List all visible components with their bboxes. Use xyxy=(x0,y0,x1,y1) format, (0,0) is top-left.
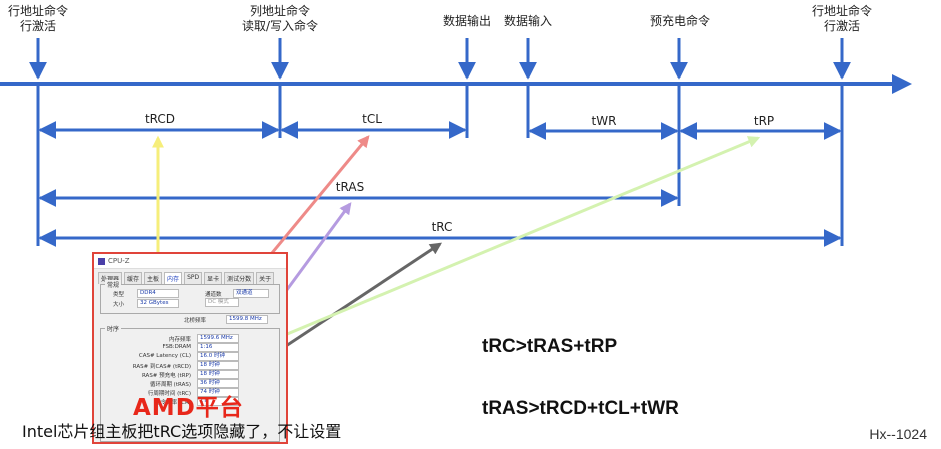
cpuz-channels-value: 双通道 xyxy=(233,289,269,298)
watermark: Hx--1024 xyxy=(869,426,927,442)
cpuz-row-label: 指令比率 (CR) xyxy=(155,400,191,406)
cpuz-tab[interactable]: SPD xyxy=(184,272,203,284)
cpuz-window: CPU-Z 处理器 缓存 主板 内存 SPD 显卡 测试分数 关于 常规 类型 … xyxy=(92,252,288,444)
label-trp: tRP xyxy=(753,114,775,128)
cpuz-row-value: 18 时钟 xyxy=(197,361,239,370)
cpuz-row-value: 74 时钟 xyxy=(197,388,239,397)
cpuz-timings-title: 时序 xyxy=(105,324,122,333)
cpuz-row-value: 1T xyxy=(197,397,239,406)
cpuz-row-label: 行周期时间 (tRC) xyxy=(147,391,191,397)
event-label-precharge: 预充电命令 xyxy=(649,14,710,28)
cpuz-tab[interactable]: 关于 xyxy=(256,272,275,284)
caption: Intel芯片组主板把tRC选项隐藏了，不让设置 xyxy=(22,422,342,441)
cpuz-type-value: DDR4 xyxy=(137,289,179,298)
cpuz-tab[interactable]: 显卡 xyxy=(204,272,223,284)
cpuz-tab[interactable]: 主板 xyxy=(144,272,163,284)
cpuz-logo-icon xyxy=(98,257,105,265)
label-trcd: tRCD xyxy=(144,112,176,126)
cpuz-nb-freq-value: 1599.8 MHz xyxy=(226,315,268,324)
cpuz-size-label: 大小 xyxy=(113,302,125,308)
event-label-row-activate-1: 行地址命令 行激活 xyxy=(7,4,68,33)
event-label-column-command: 列地址命令 读取/写入命令 xyxy=(241,4,319,33)
cpuz-row-label: 内存频率 xyxy=(168,337,191,343)
cpuz-row-label: FSB:DRAM xyxy=(162,344,191,350)
label-tcl: tCL xyxy=(362,112,382,126)
cpuz-dc-mode: DC 模式 xyxy=(205,298,239,307)
cpuz-tab[interactable]: 缓存 xyxy=(124,272,143,284)
cpuz-row-label: RAS# 预充电 (tRP) xyxy=(141,373,191,379)
time-axis-arrowhead xyxy=(892,74,912,94)
label-trc: tRC xyxy=(431,220,453,234)
cpuz-general-title: 常规 xyxy=(105,280,122,289)
cpuz-row-value: 16.0 时钟 xyxy=(197,352,239,361)
cpuz-row-value: 36 时钟 xyxy=(197,379,239,388)
event-label-data-in: 数据输入 xyxy=(503,14,552,28)
cpuz-general-group: 常规 类型 DDR4 大小 32 GBytes 通道数 双通道 DC 模式 xyxy=(100,280,280,314)
pointer-trp xyxy=(231,136,761,359)
cpuz-tab[interactable]: 测试分数 xyxy=(224,272,255,284)
cpuz-row-value: 1599.6 MHz xyxy=(197,334,239,343)
cpuz-tabs: 处理器 缓存 主板 内存 SPD 显卡 测试分数 关于 xyxy=(94,269,286,284)
cpuz-row-label: 循环周期 (tRAS) xyxy=(149,382,191,388)
cpuz-titlebar: CPU-Z xyxy=(94,254,286,269)
cpuz-type-label: 类型 xyxy=(113,292,125,298)
label-tras: tRAS xyxy=(335,180,365,194)
label-twr: tWR xyxy=(591,114,617,128)
cpuz-timings-group: 时序 内存频率 1599.6 MHz FSB:DRAM 1:16 CAS# La… xyxy=(100,324,280,442)
cpuz-size-value: 32 GBytes xyxy=(137,299,179,308)
cpuz-row-label: CAS# Latency (CL) xyxy=(138,353,191,359)
cpuz-nb-freq-label: 北桥频率 xyxy=(184,318,207,324)
formula-trc: tRC>tRAS+tRP xyxy=(482,336,618,357)
cpuz-row-label: RAS# 到CAS# (tRCD) xyxy=(132,364,191,370)
cpuz-channels-label: 通道数 xyxy=(205,292,222,298)
amd-platform-label: AMD平台 xyxy=(133,395,244,421)
cpuz-tab-memory[interactable]: 内存 xyxy=(164,272,183,284)
cpuz-row-value: 18 时钟 xyxy=(197,370,239,379)
cpuz-row-value: 1:16 xyxy=(197,343,239,352)
formula-tras: tRAS>tRCD+tCL+tWR xyxy=(482,398,679,419)
event-label-data-out: 数据输出 xyxy=(442,14,491,28)
event-label-row-activate-2: 行地址命令 行激活 xyxy=(811,4,872,33)
